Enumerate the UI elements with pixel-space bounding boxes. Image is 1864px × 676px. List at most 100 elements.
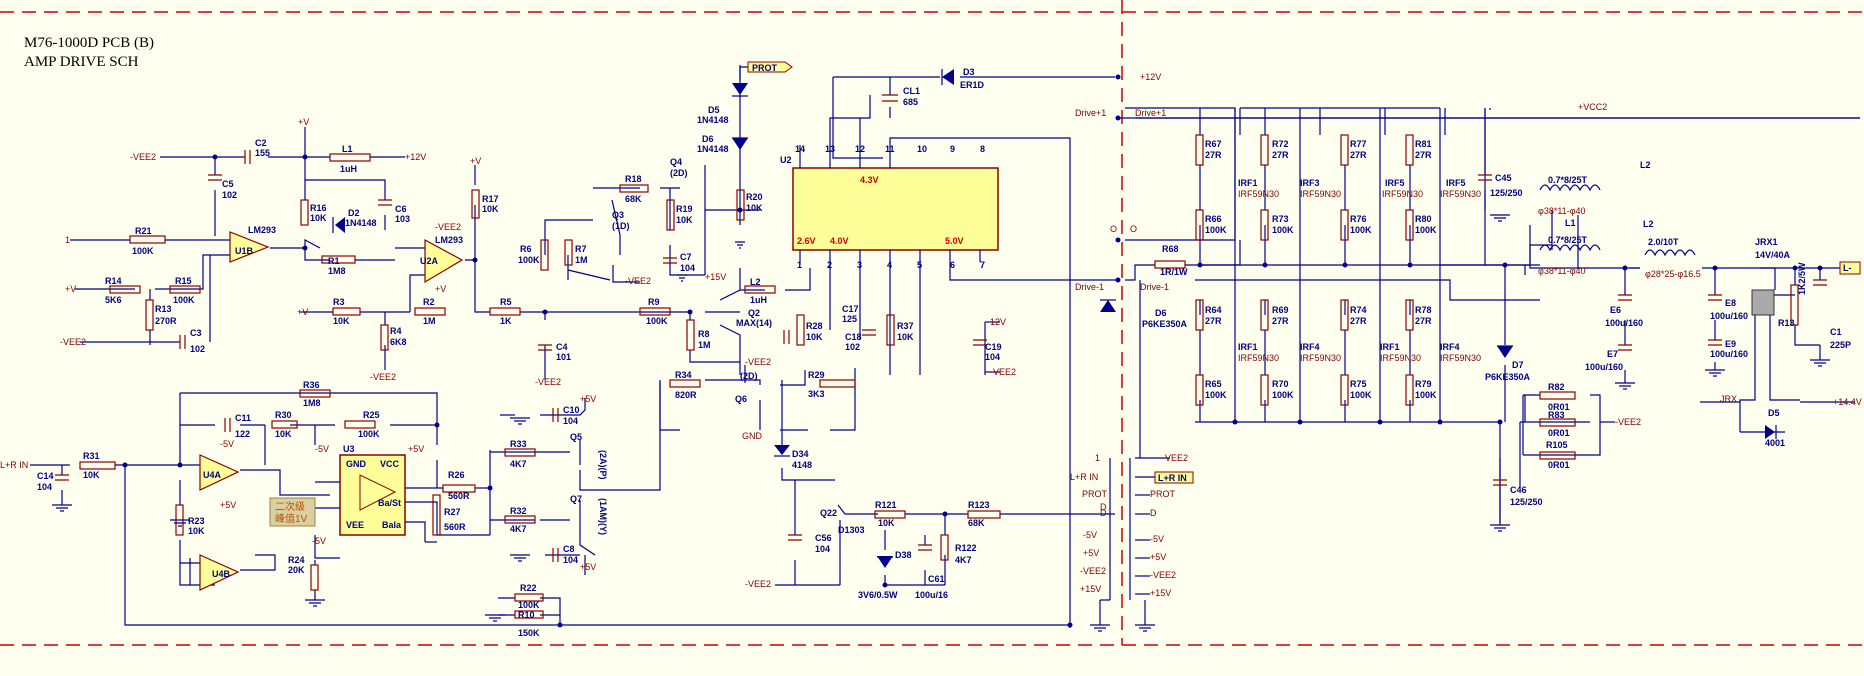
l2a-ref: L2 xyxy=(750,277,761,287)
r32-val: 4K7 xyxy=(510,524,527,534)
r2-val: 1M xyxy=(423,316,436,326)
conn-lrin-tag xyxy=(1154,471,1194,484)
conn-pin-8: +15V xyxy=(1080,584,1101,594)
component-glyphs xyxy=(55,69,1827,619)
u3-ref: U3 xyxy=(343,444,355,454)
conn-pin-7: -VEE2 xyxy=(1080,566,1106,576)
net-v-2: +V xyxy=(470,156,481,166)
r10-val: 150K xyxy=(518,628,540,638)
fet-top-2: IRF3 xyxy=(1300,178,1320,188)
q22-val: D1303 xyxy=(838,525,865,535)
u2-v1: 4.3V xyxy=(860,175,879,185)
net-p12-3: +12V xyxy=(1140,72,1161,82)
r30-body xyxy=(271,420,298,429)
q4-ref: Q4 xyxy=(670,157,682,167)
r10-body xyxy=(514,610,544,619)
fet-top-4-type: IRF59N30 xyxy=(1440,189,1481,199)
d34-ref: D34 xyxy=(792,449,809,459)
r28-ref: R28 xyxy=(806,321,823,331)
r32-ref: R32 xyxy=(510,506,527,516)
net-m5-1: -5V xyxy=(220,439,234,449)
net-p15v: +15V xyxy=(705,272,726,282)
r65-body xyxy=(1195,374,1204,406)
r19-body xyxy=(666,199,675,231)
q3-ref: Q3 xyxy=(612,210,624,220)
conn-pin-5: -5V xyxy=(1083,530,1097,540)
u4b-ref: U4B xyxy=(212,569,231,579)
r78-body xyxy=(1405,299,1414,331)
r25-body xyxy=(344,420,376,429)
r25-val: 100K xyxy=(358,429,380,439)
r3-val: 10K xyxy=(333,316,350,326)
c2-val: 155 xyxy=(255,148,270,158)
lower-left-wiring xyxy=(30,382,1070,626)
l-minus-label: L- xyxy=(1843,263,1852,273)
cl1-val: 685 xyxy=(903,97,918,107)
e8-val: 100u/160 xyxy=(1710,311,1748,321)
net-lrin: L+R IN xyxy=(0,460,28,470)
r70-val: 100K xyxy=(1272,390,1294,400)
r123-ref: R123 xyxy=(968,500,990,510)
e7-ref: E7 xyxy=(1607,349,1618,359)
net-gnd: GND xyxy=(742,431,763,441)
l-minus-tag xyxy=(1839,261,1861,275)
c1-val: 225P xyxy=(1830,340,1851,350)
r81-val: 27R xyxy=(1415,150,1432,160)
coil-glyphs xyxy=(1539,184,1696,257)
d38-ref: D38 xyxy=(895,550,912,560)
fet-bot-1: IRF1 xyxy=(1238,342,1258,352)
fet-bot-1-type: IRF59N30 xyxy=(1238,353,1279,363)
r18-ref: R18 xyxy=(625,174,642,184)
d5b-val: 4001 xyxy=(1765,438,1785,448)
c4-ref: C4 xyxy=(556,342,568,352)
r20-val: 10K xyxy=(746,203,763,213)
r77-val: 27R xyxy=(1350,150,1367,160)
u2-body xyxy=(792,167,999,251)
cap-plates xyxy=(55,94,1827,562)
r6-body xyxy=(540,239,549,271)
r9-body xyxy=(639,307,671,316)
r67-val: 27R xyxy=(1205,150,1222,160)
r76-val: 100K xyxy=(1350,225,1372,235)
connector-strip xyxy=(1099,280,1170,625)
r78-ref: R78 xyxy=(1415,305,1432,315)
d2-val: 1N4148 xyxy=(345,218,377,228)
e6-ref: E6 xyxy=(1610,305,1621,315)
q6-val: (2D) xyxy=(740,371,758,381)
u4a-ref: U4A xyxy=(203,470,222,480)
c10-val: 104 xyxy=(563,416,578,426)
l2b-label: L2 xyxy=(1643,219,1654,229)
r21-ref: R21 xyxy=(135,226,152,236)
r65-val: 100K xyxy=(1205,390,1227,400)
r21-body xyxy=(129,235,166,244)
c3-ref: C3 xyxy=(190,328,202,338)
q5-val: (2A)(P) xyxy=(598,450,608,480)
c5-ref: C5 xyxy=(222,179,234,189)
r74-ref: R74 xyxy=(1350,305,1367,315)
net-p5-4: +5V xyxy=(408,444,424,454)
r69-ref: R69 xyxy=(1272,305,1289,315)
u3-vcc: VCC xyxy=(380,459,400,469)
r76-ref: R76 xyxy=(1350,214,1367,224)
c14-val: 104 xyxy=(37,482,52,492)
fet-bot-2: IRF4 xyxy=(1300,342,1320,352)
r8-body xyxy=(686,319,695,351)
d7-val: P6KE350A xyxy=(1485,372,1531,382)
r33-ref: R33 xyxy=(510,439,527,449)
net-o1: O xyxy=(1110,224,1117,234)
r21-val: 100K xyxy=(132,246,154,256)
r79-body xyxy=(1405,374,1414,406)
r73-body xyxy=(1260,209,1269,241)
r6-ref: R6 xyxy=(520,244,532,254)
conn-net-6: +5V xyxy=(1150,552,1166,562)
l1-val: 1uH xyxy=(340,164,357,174)
net-v-3: +V xyxy=(435,284,446,294)
e9-val: 100u/160 xyxy=(1710,349,1748,359)
e6-val: 100u/160 xyxy=(1605,318,1643,328)
r121-body xyxy=(874,510,906,519)
r3-ref: R3 xyxy=(333,297,345,307)
net-drive1: Drive+1 xyxy=(1075,108,1106,118)
c46-ref: C46 xyxy=(1510,485,1527,495)
conn-pin-2: L+R IN xyxy=(1070,472,1098,482)
